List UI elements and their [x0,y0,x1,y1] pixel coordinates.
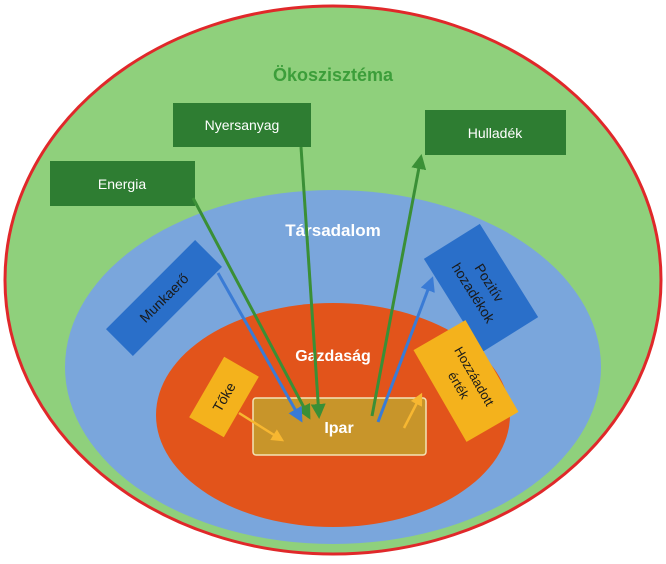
munkaero-to-ipar-arrow [216,272,303,423]
hulladek-label: Hulladék [468,125,523,141]
society-title: Társadalom [285,221,380,240]
ipar-to-hulladek-arrow [370,154,427,417]
munkaero-box [106,240,222,356]
hozzaadott-ertek-box [413,320,519,442]
toke-box [189,356,259,438]
nyersanyag-box [173,103,311,147]
ipar-label: Ipar [324,420,353,437]
pozitiv-hozadekok-box [423,223,539,353]
ipar-to-pozitiv-arrow [376,276,435,423]
ipar-to-hozzaadott-arrow [402,392,423,429]
energia-to-ipar-arrow [191,197,311,420]
energia-box [50,161,195,206]
energia-label: Energia [98,176,146,192]
nyersanyag-to-ipar-arrow [299,146,326,419]
ecosystem-title: Ökoszisztéma [273,65,394,85]
toke-group: Tőke [189,356,259,438]
toke-to-ipar-arrow [238,411,285,442]
hulladek-box [425,110,566,155]
economy-title: Gazdaság [295,348,371,365]
nyersanyag-label: Nyersanyag [205,117,280,133]
